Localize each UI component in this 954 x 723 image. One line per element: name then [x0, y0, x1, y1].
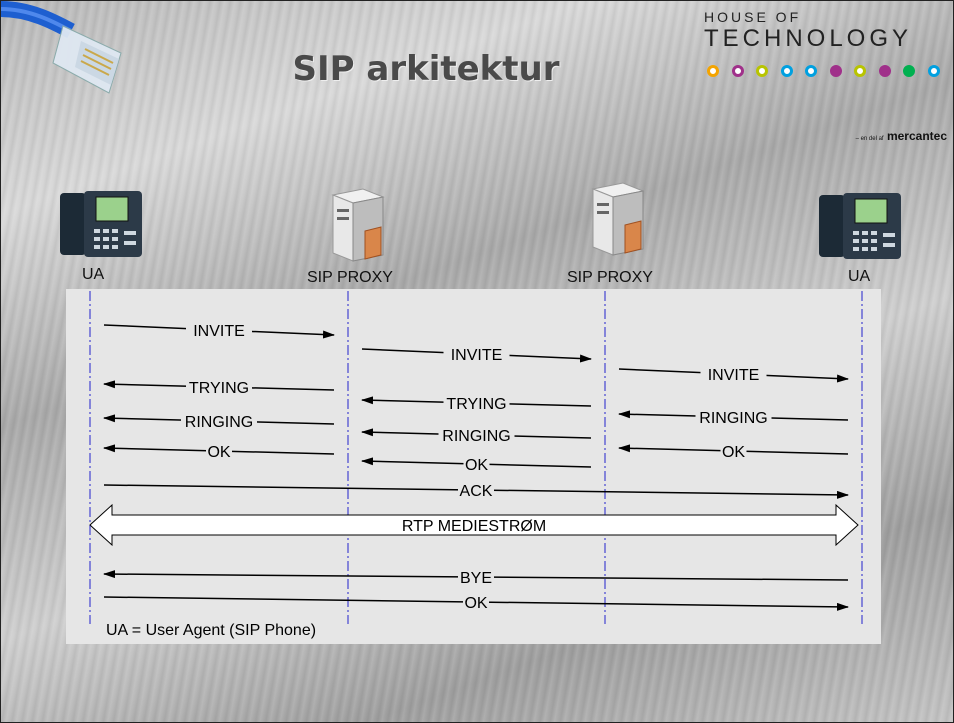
brand-dot: [903, 65, 915, 77]
brand-dot: [731, 65, 744, 77]
brand-mercantec-prefix: – en del af: [855, 136, 884, 142]
message-label: OK: [464, 595, 487, 612]
brand-technology: TECHNOLOGY: [704, 25, 913, 52]
message-label-bg: [720, 442, 747, 459]
message-label: BYE: [460, 570, 492, 587]
brand-dot: [707, 65, 719, 77]
message-label: OK: [207, 444, 230, 461]
brand-house-of: HOUSE OF: [704, 9, 802, 25]
rtp-media-stream: RTP MEDIESTRØM: [89, 503, 859, 547]
message-label-bg: [458, 481, 494, 498]
sequence-diagram: INVITE INVITE INVITE TRYING TRYING RINGING RIN…: [89, 291, 863, 639]
message-label: OK: [465, 457, 488, 474]
slide-title: SIP arkitektur: [292, 49, 560, 89]
phone-icon-left: [60, 191, 142, 257]
node-label-ua-right: UA: [848, 268, 871, 285]
message-label: INVITE: [708, 367, 760, 384]
phone-icon-right: [819, 193, 901, 259]
message-label: TRYING: [446, 396, 506, 413]
brand-dot: [878, 65, 891, 77]
brand-dot: [829, 65, 842, 77]
message-label-bg: [700, 365, 767, 382]
brand-dot: [927, 65, 940, 77]
message-label-bg: [186, 321, 252, 338]
message-label: ACK: [460, 483, 493, 500]
message-label-bg: [186, 378, 252, 395]
brand-mercantec-name: mercantec: [886, 129, 947, 143]
message-label-bg: [443, 345, 510, 362]
message-label-bg: [181, 412, 257, 429]
server-icon-2: [591, 182, 645, 256]
node-label-ua-left: UA: [82, 266, 105, 283]
brand-dot: [756, 65, 768, 77]
message-label-bg: [458, 568, 494, 585]
message-label-bg: [438, 426, 515, 443]
message-label: INVITE: [451, 347, 503, 364]
footnote: UA = User Agent (SIP Phone): [106, 622, 316, 639]
message-label: RINGING: [699, 410, 767, 427]
sequence-diagram-panel: INVITE INVITE INVITE TRYING TRYING RINGING RIN…: [66, 289, 881, 644]
message-label: RINGING: [185, 414, 253, 431]
message-label: RINGING: [442, 428, 510, 445]
brand-dot: [780, 65, 793, 77]
message-label-bg: [463, 455, 490, 472]
message-label: TRYING: [189, 380, 249, 397]
brand-dot: [854, 65, 866, 77]
message-label-bg: [206, 442, 232, 459]
message-label-bg: [443, 394, 510, 411]
message-label: INVITE: [193, 323, 245, 340]
message-label: OK: [722, 444, 745, 461]
brand-mercantec: – en del af mercantec: [856, 129, 947, 143]
message-label-bg: [463, 593, 489, 610]
rtp-media-label: RTP MEDIESTRØM: [402, 518, 546, 535]
server-icon-1: [331, 188, 385, 262]
network-cable-image: [1, 1, 122, 94]
node-label-proxy-2: SIP PROXY: [567, 269, 653, 286]
node-label-proxy-1: SIP PROXY: [307, 269, 393, 286]
brand-dot: [805, 65, 817, 77]
message-label-bg: [695, 408, 772, 425]
